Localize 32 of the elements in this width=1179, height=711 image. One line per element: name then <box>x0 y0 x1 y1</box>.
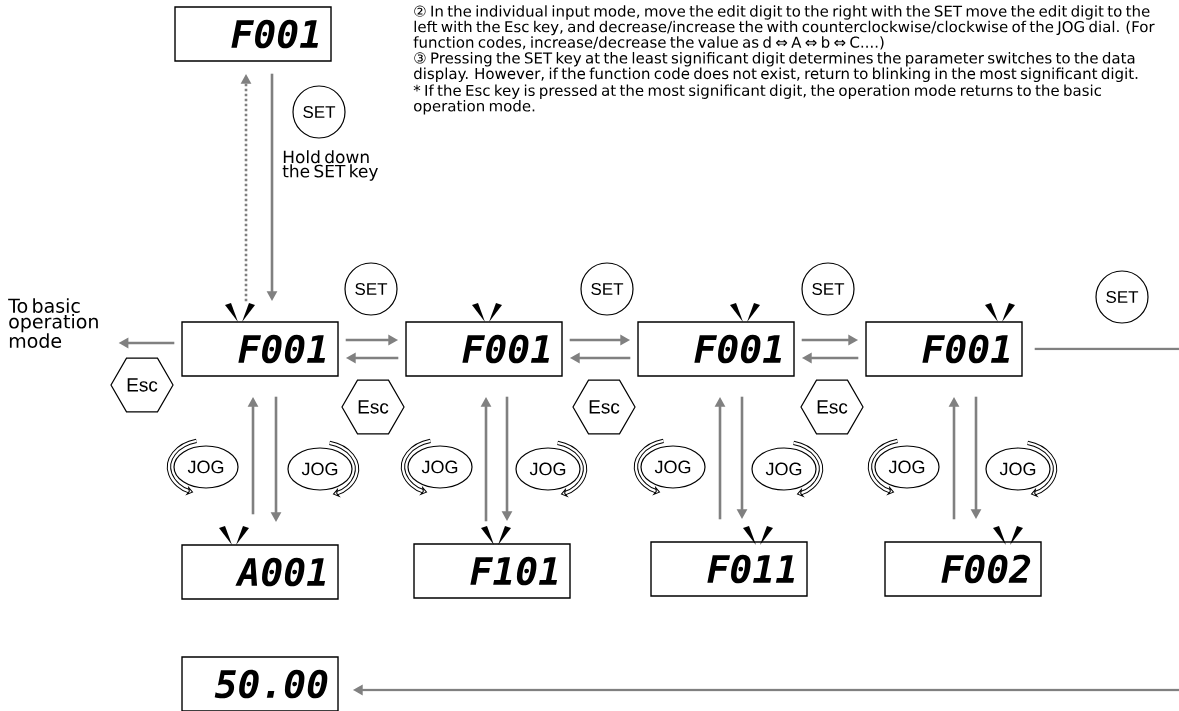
jog-dial: JOG <box>751 440 824 497</box>
esc-key: Esc <box>341 379 405 435</box>
jog-dial: JOG <box>985 440 1058 497</box>
display-box: F001 <box>405 321 563 377</box>
key-caption: Hold down the SET key <box>282 150 378 181</box>
display-box: F001 <box>181 321 339 377</box>
note-text: * If the Esc key is pressed at the most significant digit, the operation mode returns to the basic operation mode. <box>413 84 1101 115</box>
display-box: F011 <box>650 541 808 597</box>
jog-dial: JOG <box>515 440 588 497</box>
note-text: ③ Pressing the SET key at the least significant digit determines the parameter switches to the data display. However, if the function code does not exist, return to blinking in the most significant digit. <box>414 52 1138 83</box>
display-box: F001 <box>637 321 795 377</box>
note-text: To basic operation mode <box>8 298 98 348</box>
jog-dial: JOG <box>400 438 473 495</box>
jog-dial: JOG <box>287 440 360 497</box>
jog-dial: JOG <box>633 438 706 495</box>
set-key: SET <box>292 85 346 139</box>
display-box: F101 <box>413 543 571 599</box>
set-key: SET <box>344 262 398 316</box>
display-box: F001 <box>174 6 332 62</box>
set-key: SET <box>580 262 634 316</box>
esc-key: Esc <box>572 379 636 435</box>
esc-key: Esc <box>110 357 174 413</box>
display-box: F001 <box>865 321 1023 377</box>
display-box: 50.00 <box>181 656 339 711</box>
note-text: ② In the individual input mode, move the edit digit to the right with the SET move the edit digit to the left with the Esc key, and decrease/increase the with counterclockwise/clockwise of the JOG dial. (For function codes, increase/decrease the value as d ⇔ A ⇔ b ⇔ C....) <box>413 5 1155 50</box>
display-box: F002 <box>884 541 1042 597</box>
display-box: A001 <box>181 544 339 600</box>
set-key: SET <box>801 262 855 316</box>
esc-key: Esc <box>800 379 864 435</box>
set-key: SET <box>1095 270 1149 324</box>
jog-dial: JOG <box>166 438 239 495</box>
jog-dial: JOG <box>867 438 940 495</box>
